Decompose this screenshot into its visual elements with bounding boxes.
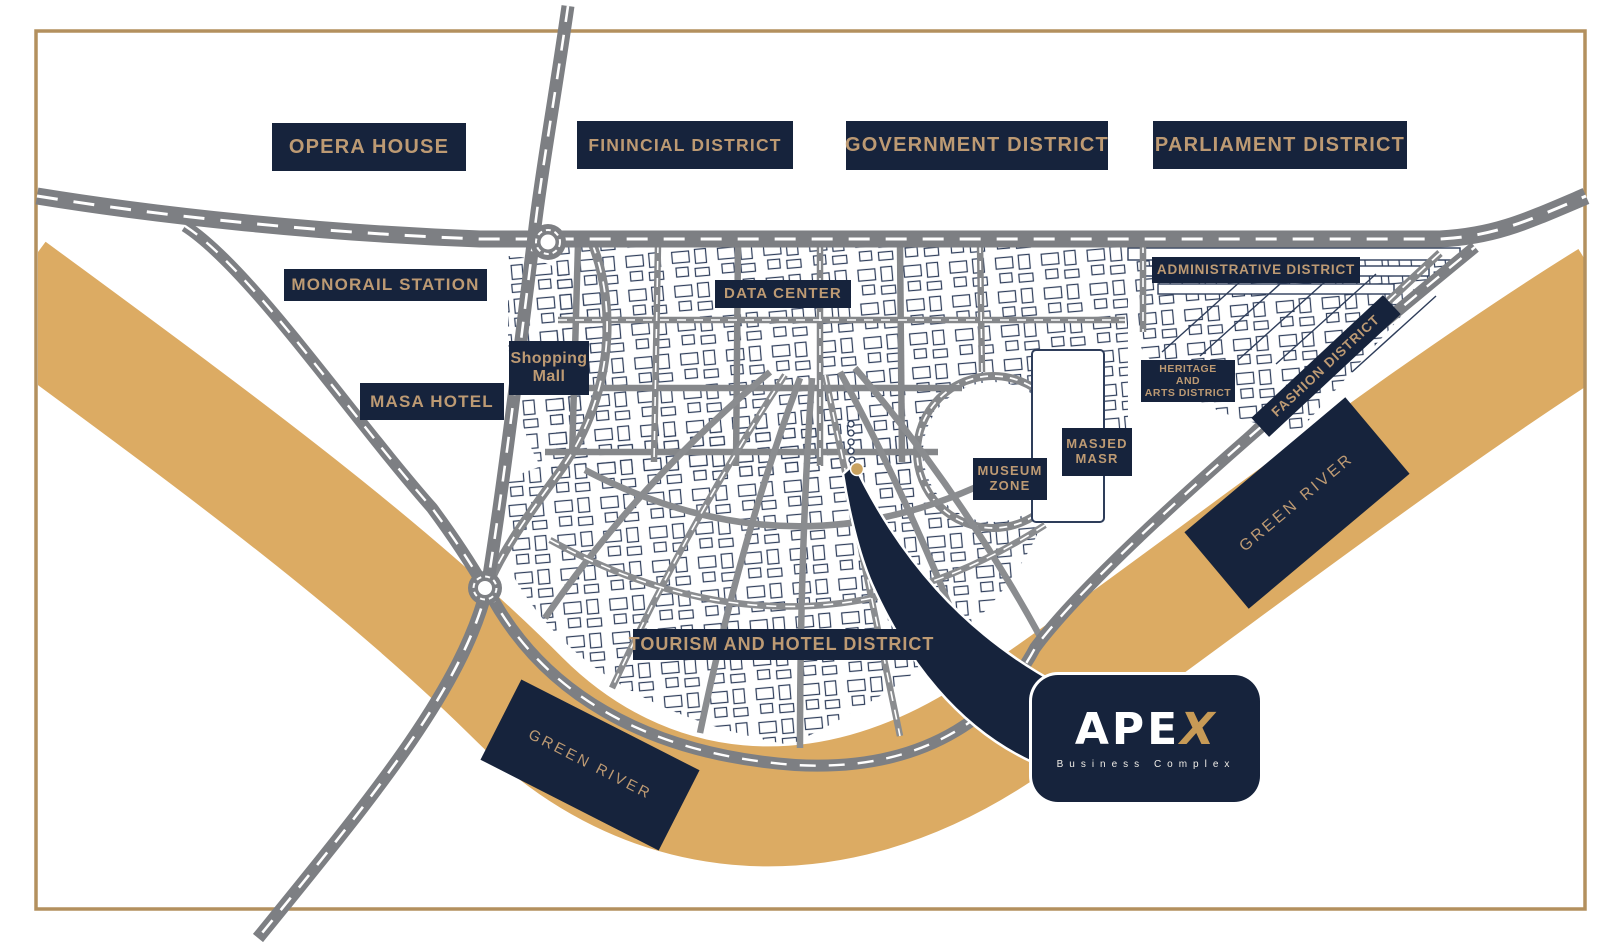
label-heritage-line1: HERITAGE [1159,362,1217,375]
southwest-link-road-dashes [184,224,487,589]
label-heritage-arts-district: HERITAGE AND ARTS DISTRICT [1141,360,1235,402]
label-masjed-line2: MASR [1075,451,1119,466]
label-museum-zone: MUSEUM ZONE [973,458,1047,500]
label-heritage-line2: AND [1175,374,1201,387]
label-masa-hotel: MASA HOTEL [360,383,504,420]
label-tourism-hotel-district: TOURISM AND HOTEL DISTRICT [629,629,933,660]
apex-wordmark: APEX [1075,704,1223,755]
label-shopping-mall-line1: Shopping [510,349,588,367]
west-arc-road-dashes [486,242,608,589]
apex-wordmark-prefix: APE [1074,703,1181,755]
label-government-district: GOVERNMENT DISTRICT [845,121,1108,170]
callout-pointer-tail [841,461,1060,764]
roundabout-south [468,571,502,605]
apex-wordmark-x: X [1174,703,1223,755]
top-highway-dashes [36,194,1587,241]
label-shopping-mall: Shopping Mall [509,341,589,395]
apex-callout: APEX Business Complex [1032,675,1260,802]
label-museum-line2: ZONE [989,478,1031,493]
site-location-dot [849,461,865,477]
label-masjed-masr: MASJED MASR [1062,428,1132,476]
ring-road-dashes [485,246,1476,767]
site-dotted-line [847,420,856,464]
main-roads [35,5,1590,943]
map-frame [34,29,1587,911]
label-shopping-mall-line2: Mall [532,368,566,385]
label-museum-line1: MUSEUM [977,463,1043,479]
label-finincial-district: FININCIAL DISTRICT [577,121,793,169]
label-parliament-district: PARLIAMENT DISTRICT [1153,121,1407,169]
roundabout-north [530,224,566,260]
label-heritage-line3: ARTS DISTRICT [1144,387,1232,400]
label-data-center: DATA CENTER [715,280,851,308]
label-masjed-line1: MASJED [1066,436,1128,452]
label-opera-house: OPERA HOUSE [272,123,466,171]
label-administrative-district: ADMINISTRATIVE DISTRICT [1152,257,1360,283]
apex-tagline: Business Complex [1056,758,1236,770]
label-monorail-station: MONORAIL STATION [284,269,487,301]
north-south-road-dashes [256,5,570,939]
